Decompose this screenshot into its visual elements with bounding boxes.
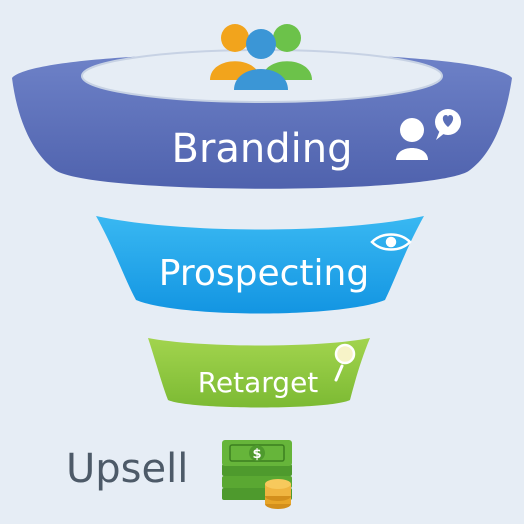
prospecting-label: Prospecting (159, 253, 369, 294)
stage-retarget: Retarget (148, 338, 370, 408)
money-stack-icon: $ (222, 440, 292, 509)
eye-icon (370, 233, 412, 251)
users-group-icon (210, 24, 312, 90)
branding-label: Branding (172, 126, 353, 172)
person-heart-icon (396, 109, 461, 160)
coins-icon (265, 479, 291, 509)
retarget-label: Retarget (198, 366, 319, 399)
money-symbol: $ (252, 447, 261, 462)
stage-branding: Branding (12, 49, 512, 189)
magnifier-icon (334, 343, 356, 382)
upsell-label: Upsell (66, 446, 188, 492)
prospecting-band (96, 216, 424, 314)
stage-prospecting: Prospecting (96, 216, 424, 314)
retarget-band (148, 338, 370, 408)
